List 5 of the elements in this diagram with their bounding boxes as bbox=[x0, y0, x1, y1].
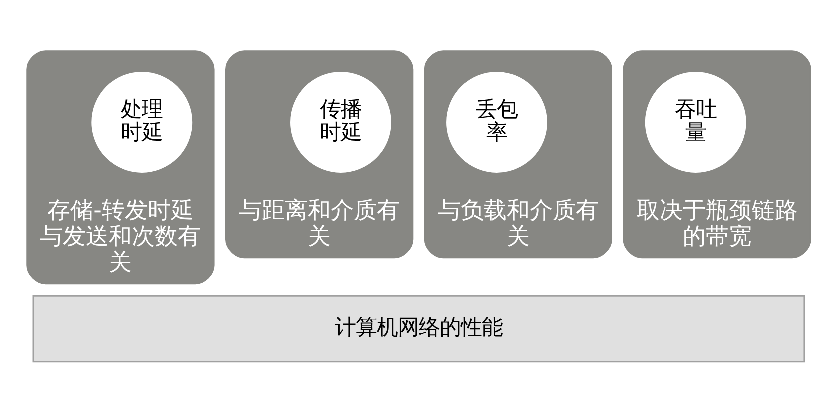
node-circle: 吞吐量 bbox=[645, 72, 746, 172]
node-box: 计算机网络的性能 bbox=[32, 294, 806, 362]
node-circle: 丢包率 bbox=[446, 72, 548, 172]
node-circle: 传播时延 bbox=[290, 72, 392, 172]
node-circle: 处理时延 bbox=[92, 72, 193, 172]
